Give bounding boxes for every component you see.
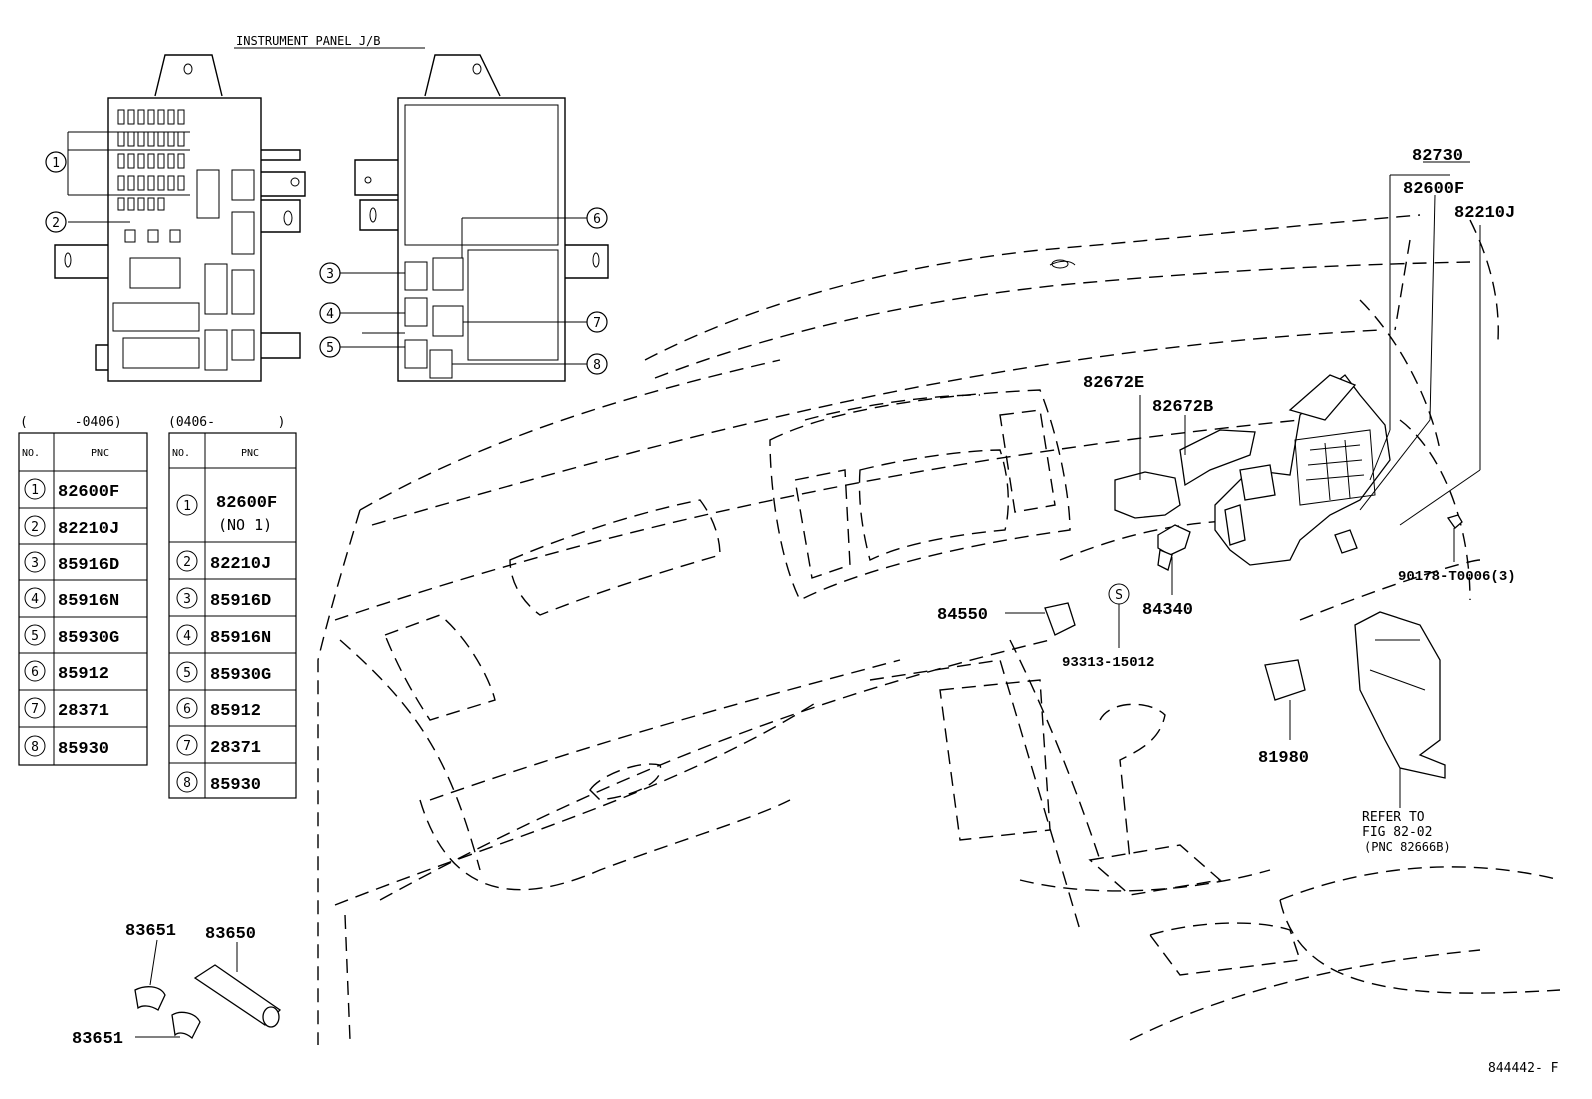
table1-row-pnc: 82600F xyxy=(58,483,119,502)
table2-row-no: 8 xyxy=(183,776,191,791)
relay-81980 xyxy=(1264,659,1306,701)
label-82210j: 82210J xyxy=(1454,204,1515,223)
table1-row-no: 8 xyxy=(31,740,39,755)
label-90178-t0006: 90178-T0006(3) xyxy=(1398,569,1516,585)
label-82600f: 82600F xyxy=(1403,180,1464,199)
label-84550: 84550 xyxy=(937,606,988,625)
switch-84340 xyxy=(1157,524,1191,571)
table2-row-no: 2 xyxy=(183,555,191,570)
table1-row-no: 3 xyxy=(31,556,39,571)
table2-row-pnc: 85930G xyxy=(210,666,271,685)
pnc-table-post-0406: (0406- ) NO. PNC 1 82600F (NO 1) 2 82210… xyxy=(168,415,297,799)
callout-1: 1 xyxy=(52,156,60,171)
callout-2: 2 xyxy=(52,216,60,231)
table1-row-no: 5 xyxy=(31,629,39,644)
table2-col-pnc: PNC xyxy=(241,448,259,459)
callout-5: 5 xyxy=(326,341,334,356)
table2-row-no: 7 xyxy=(183,739,191,754)
table2-range: (0406- ) xyxy=(168,415,285,430)
junction-block-rear-view: 3 4 5 6 7 8 xyxy=(319,54,609,382)
jb-title: INSTRUMENT PANEL J/B xyxy=(236,34,381,48)
table2-row-pnc: 85916N xyxy=(210,629,271,648)
table2-row-pnc: 85930 xyxy=(210,776,261,795)
label-81980: 81980 xyxy=(1258,749,1309,768)
refer-line-1: REFER TO xyxy=(1362,810,1425,825)
part-labels: 82730 82600F 82210J 82672E 82672B 84550 … xyxy=(72,147,1516,1049)
callout-4: 4 xyxy=(326,307,334,322)
junction-block-82730 xyxy=(1214,374,1391,566)
table1-row-no: 2 xyxy=(31,520,39,535)
bracket-84550 xyxy=(1044,602,1076,636)
label-93313-15012: 93313-15012 xyxy=(1062,655,1154,671)
dashboard-outline xyxy=(317,214,1561,1045)
junction-block-front-view: INSTRUMENT PANEL J/B xyxy=(45,34,425,382)
leader-lines xyxy=(135,161,1481,1038)
table1-row-pnc: 85912 xyxy=(58,665,109,684)
label-84340: 84340 xyxy=(1142,601,1193,620)
table2-row-pnc: 82600F xyxy=(216,494,277,513)
refer-line-2: FIG 82-02 xyxy=(1362,825,1432,840)
table1-col-pnc: PNC xyxy=(91,448,109,459)
table1-row-no: 4 xyxy=(31,592,39,607)
table1-col-no: NO. xyxy=(22,448,40,459)
callout-7: 7 xyxy=(593,316,601,331)
table1-row-no: 6 xyxy=(31,665,39,680)
refer-line-3: (PNC 82666B) xyxy=(1364,840,1451,854)
s-symbol: S xyxy=(1115,588,1123,603)
table1-row-pnc: 85930G xyxy=(58,629,119,648)
table1-row-no: 1 xyxy=(31,483,39,498)
table2-row-pnc: 28371 xyxy=(210,739,261,758)
table1-row-pnc: 82210J xyxy=(58,520,119,539)
table1-row-pnc: 85916N xyxy=(58,592,119,611)
pnc-table-pre-0406: ( -0406) NO. PNC 1 82600F 2 82210J 3 859… xyxy=(18,415,148,766)
table2-col-no: NO. xyxy=(172,448,190,459)
table1-range: ( -0406) xyxy=(20,415,122,430)
fuse-puller-83650 xyxy=(134,964,282,1040)
label-83650: 83650 xyxy=(205,925,256,944)
label-82730: 82730 xyxy=(1412,147,1463,166)
table1-row-no: 7 xyxy=(31,702,39,717)
table2-row-pnc: 82210J xyxy=(210,555,271,574)
label-82672e: 82672E xyxy=(1083,374,1144,393)
callout-3: 3 xyxy=(326,267,334,282)
table2-row-no: 4 xyxy=(183,629,191,644)
label-83651-top: 83651 xyxy=(125,922,176,941)
figure-code: 844442- F xyxy=(1488,1061,1559,1076)
table1-row-pnc: 85930 xyxy=(58,740,109,759)
table1-row-pnc: 85916D xyxy=(58,556,119,575)
ecu-bracket xyxy=(1354,611,1446,779)
clip-90178 xyxy=(1446,514,1463,529)
table2-row-pnc: 85916D xyxy=(210,592,271,611)
table1-row-pnc: 28371 xyxy=(58,702,109,721)
table2-row-no: 6 xyxy=(183,702,191,717)
label-83651-bottom: 83651 xyxy=(72,1030,123,1049)
table2-row-no: 1 xyxy=(183,499,191,514)
label-82672b: 82672B xyxy=(1152,398,1213,417)
callout-6: 6 xyxy=(593,212,601,227)
table2-row-pnc: 85912 xyxy=(210,702,261,721)
callout-8: 8 xyxy=(593,358,601,373)
table2-row-no: 3 xyxy=(183,592,191,607)
connector-82672e xyxy=(1114,429,1256,519)
table2-row-sub: (NO 1) xyxy=(218,516,272,534)
table2-row-no: 5 xyxy=(183,666,191,681)
